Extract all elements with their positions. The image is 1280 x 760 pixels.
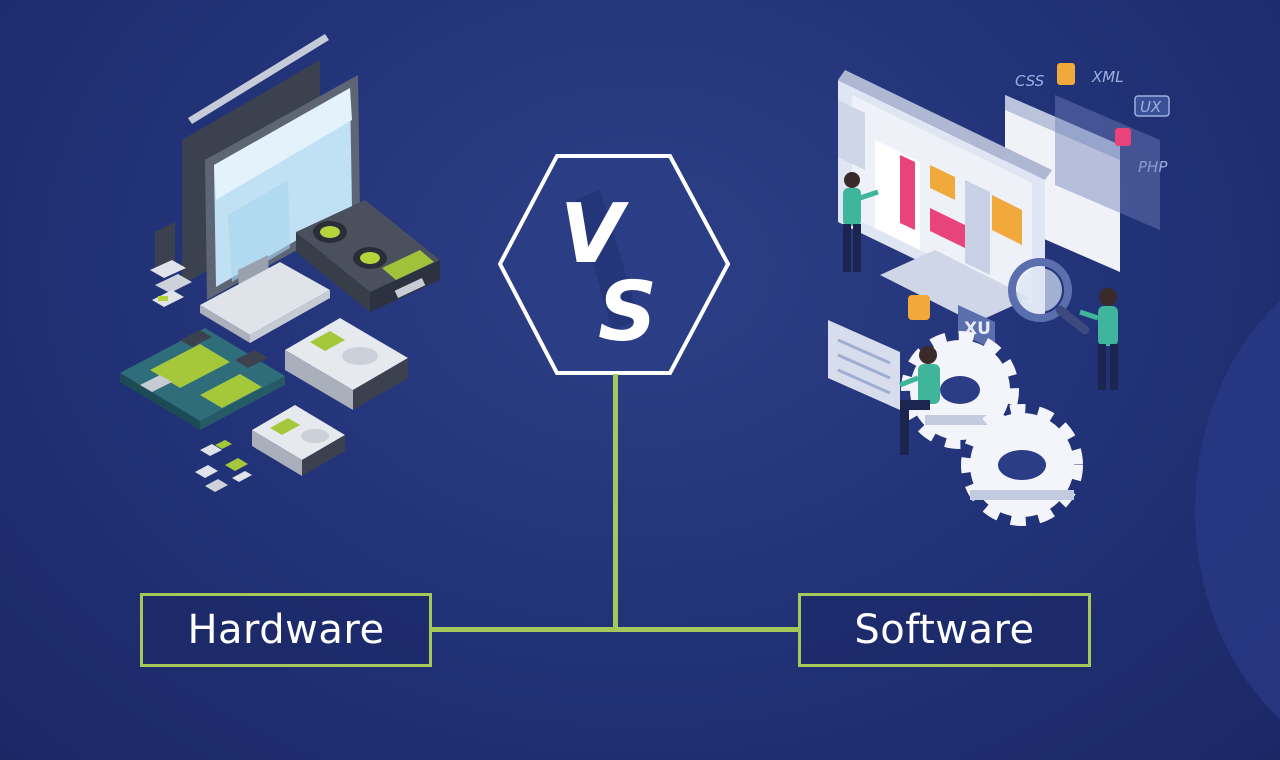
side-sheet-icon [838, 100, 865, 170]
motherboard-icon [120, 328, 285, 430]
vs-hexagon: V S [497, 154, 731, 375]
tiny-parts-icon [195, 440, 252, 492]
code-badge-icon [1115, 128, 1131, 146]
panel-bar-icon [188, 34, 329, 124]
tag-ux-box [1134, 95, 1170, 117]
hardware-illustration [120, 34, 440, 492]
software-label: Software [854, 607, 1035, 653]
graphics-card-icon [296, 200, 440, 312]
person-sitting-icon [899, 346, 940, 455]
hardware-label-box: Hardware [140, 593, 432, 667]
connector-horizontal [432, 627, 798, 632]
vs-letter-s: S [598, 265, 657, 360]
software-monitor-icon [838, 70, 1052, 323]
tag-php: PHP [1138, 158, 1168, 176]
tag-css: CSS [1015, 72, 1045, 90]
xu-badge [958, 305, 995, 350]
computer-monitor-icon [200, 75, 360, 343]
connector-vertical [613, 374, 618, 630]
tag-css-icon [1057, 63, 1075, 85]
small-components-icon [150, 222, 192, 307]
vs-shadow [575, 190, 640, 330]
hard-drive-icon [285, 318, 408, 410]
code-window-icon [1055, 95, 1160, 230]
person-icon [843, 172, 879, 272]
gear-large-icon [961, 404, 1083, 526]
magnifier-icon [1008, 258, 1090, 335]
person-standing-icon [1079, 288, 1118, 390]
tag-ux: UX [1140, 98, 1162, 116]
tag-xml: XML [1091, 68, 1124, 86]
software-illustration: CSS XML UX PHP [828, 63, 1170, 526]
hexagon-shape [497, 154, 731, 375]
software-label-box: Software [798, 593, 1091, 667]
vs-letter-v: V [560, 187, 629, 282]
hardware-label: Hardware [187, 607, 385, 653]
badge-orange-icon [908, 295, 930, 320]
hard-drive-small-icon [252, 405, 345, 476]
